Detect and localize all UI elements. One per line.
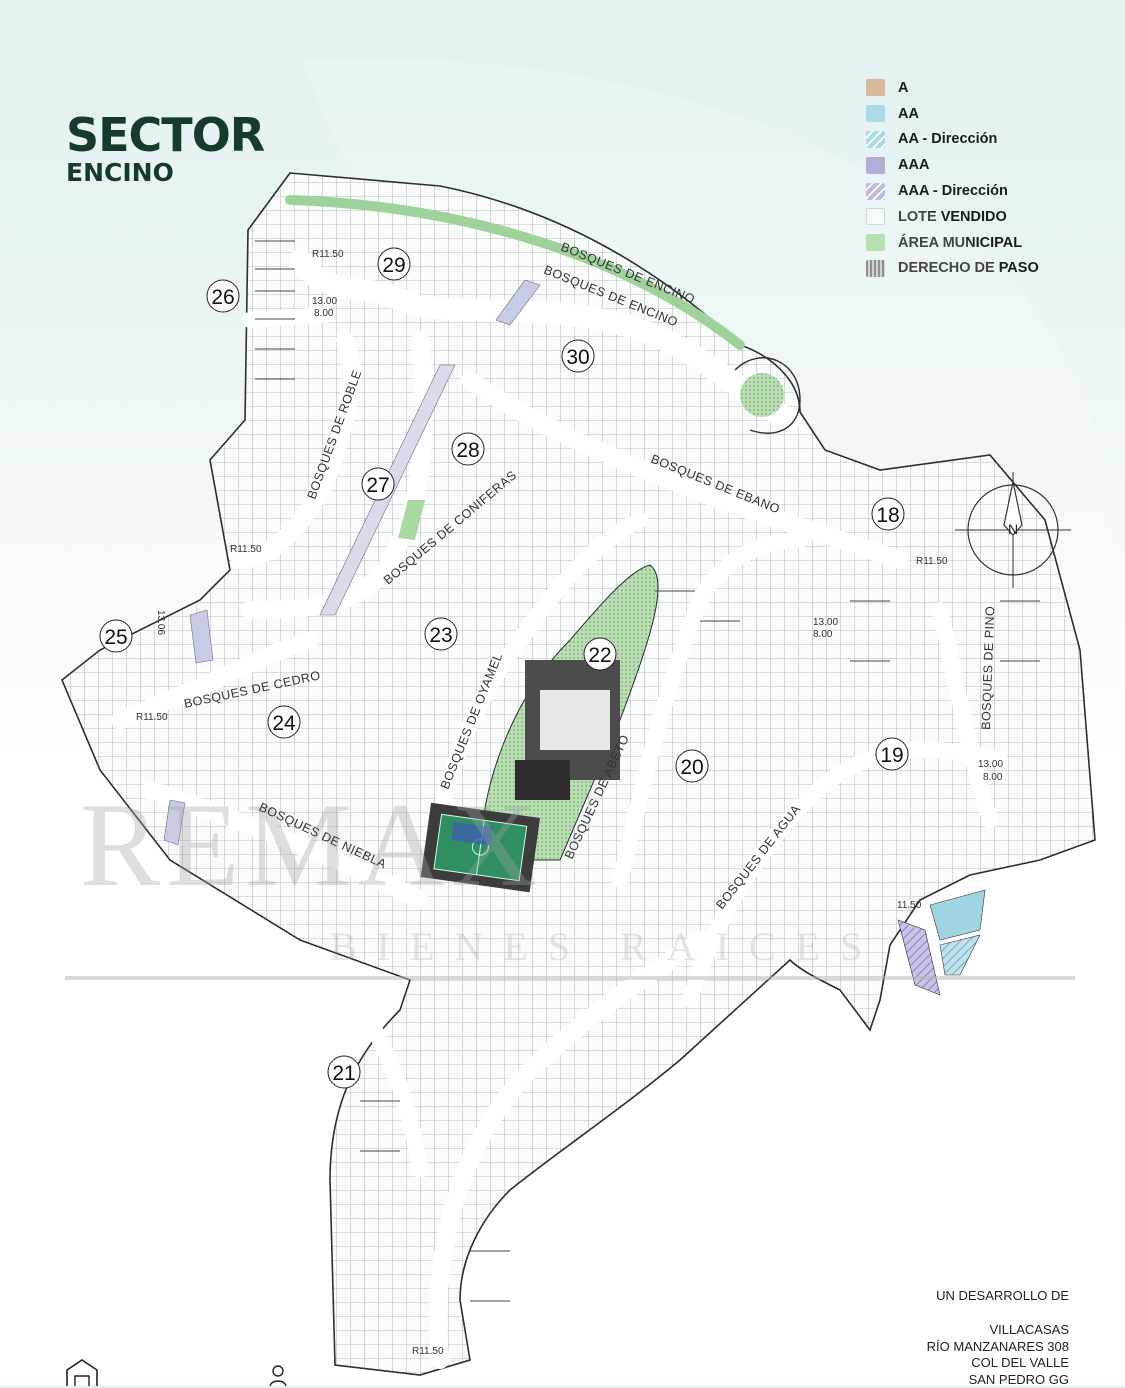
road-width-label: 13.06 <box>155 610 166 635</box>
sector-number: 24 <box>272 712 296 735</box>
sector-25: 25 <box>99 619 133 653</box>
credits-address-line1: RÍO MANZANARES 308 <box>926 1338 1069 1354</box>
road-width-label: R11.50 <box>412 1346 444 1357</box>
road-width-label: 13.00 <box>312 296 337 307</box>
sector-21: 21 <box>327 1055 361 1089</box>
legend-label: A <box>898 79 909 96</box>
sector-number: 22 <box>588 644 611 667</box>
sector-number: 20 <box>680 756 703 779</box>
sector-markers: 26 29 30 28 27 18 25 23 22 24 19 20 21 <box>99 247 909 1089</box>
sector-18: 18 <box>871 497 905 531</box>
road-width-label: 8.00 <box>813 629 833 640</box>
legend-label: ÁREA MUNICIPAL <box>898 234 1023 251</box>
map-legend: A AA AA - Dirección AAA AAA - Dirección … <box>866 75 1039 281</box>
road-width-label: R11.50 <box>312 249 344 260</box>
compass-label: N <box>1008 521 1018 537</box>
legend-item-aa-direccion: AA - Dirección <box>866 127 1039 153</box>
clubhouse-block <box>515 660 620 800</box>
credits-address-line2: COL DEL VALLE <box>971 1355 1069 1371</box>
sector-20: 20 <box>675 749 709 783</box>
legend-label: AA - Dirección <box>898 131 998 148</box>
legend-swatch-lote-vendido <box>866 208 885 226</box>
road-width-label: 13.00 <box>813 617 838 628</box>
legend-item-aaa-direccion: AAA - Dirección <box>866 178 1039 204</box>
building-icon <box>66 1359 98 1386</box>
legend-item-area-municipal: ÁREA MUNICIPAL <box>866 230 1039 256</box>
road-width-label: 8.00 <box>983 772 1003 783</box>
road-width-label: R11.50 <box>136 712 168 723</box>
sector-23: 23 <box>424 617 458 651</box>
legend-item-aaa: AAA <box>866 152 1039 178</box>
sector-29: 29 <box>377 247 411 281</box>
credits-address-line3: SAN PEDRO GG <box>968 1371 1069 1387</box>
legend-item-derecho-de-paso: DERECHO DE PASO <box>866 256 1039 282</box>
lot-measurements-decor <box>255 240 1040 1302</box>
sector-number: 27 <box>366 474 389 497</box>
municipal-roundabout <box>740 373 784 417</box>
legend-label: AA <box>898 105 919 122</box>
legend-label: AAA <box>898 157 930 174</box>
sector-27: 27 <box>361 467 395 501</box>
sector-26: 26 <box>206 279 240 313</box>
legend-swatch-aa-direccion <box>866 130 885 148</box>
sector-28: 28 <box>451 432 485 466</box>
watermark-text: REMAX <box>80 778 543 911</box>
lot-aa-direccion-2 <box>939 934 981 976</box>
legend-item-aa: AA <box>866 101 1039 127</box>
sector-number: 21 <box>332 1062 355 1085</box>
legend-swatch-area-municipal <box>866 234 885 252</box>
road-width-label: 11.50 <box>897 900 922 911</box>
sector-22: 22 <box>583 637 617 671</box>
sector-title: SECTOR ENCINO <box>66 108 265 188</box>
compass-rose: N <box>955 472 1071 588</box>
road-network <box>111 249 1008 1369</box>
road-width-labels: R11.50 13.00 8.00 R11.50 13.06 R11.50 13… <box>136 249 1003 1357</box>
green-wedge <box>398 500 425 540</box>
sector-number: 25 <box>104 626 127 649</box>
municipal-area-band <box>285 195 745 350</box>
page-title: SECTOR <box>66 108 265 162</box>
sector-number: 19 <box>880 744 903 767</box>
sports-court <box>420 802 541 893</box>
street-label: BOSQUES DE PINO <box>979 605 997 730</box>
legend-swatch-aa <box>866 105 885 123</box>
sector-number: 23 <box>429 624 452 647</box>
credits-heading: UN DESARROLLO DE <box>936 1288 1069 1303</box>
road-width-label: 8.00 <box>314 308 334 319</box>
right-of-way-strip-2 <box>495 279 541 326</box>
page-subtitle: ENCINO <box>66 158 174 187</box>
credits-company: VILLACASAS <box>989 1322 1070 1338</box>
legend-swatch-derecho-de-paso <box>866 259 885 277</box>
legend-item-lote-vendido: LOTE VENDIDO <box>866 204 1039 230</box>
legend-label: DERECHO DE PASO <box>898 260 1039 277</box>
right-of-way-strip-3 <box>189 609 214 664</box>
lot-aa-direccion <box>929 889 986 941</box>
legend-swatch-aaa <box>866 156 885 174</box>
sector-19: 19 <box>875 737 909 771</box>
sector-number: 18 <box>876 504 899 527</box>
right-of-way-strip-4 <box>163 799 186 846</box>
person-icon <box>269 1365 287 1386</box>
legend-label: LOTE VENDIDO <box>898 208 1007 225</box>
sector-number: 28 <box>456 439 479 462</box>
sector-24: 24 <box>267 705 301 739</box>
watermark-subtext: BIENES RAICES <box>330 924 882 969</box>
sector-number: 30 <box>566 346 589 369</box>
road-width-label: 13.00 <box>978 759 1003 770</box>
legend-swatch-a <box>866 79 885 97</box>
developer-credits: UN DESARROLLO DE VILLACASAS RÍO MANZANAR… <box>927 1288 1069 1388</box>
road-width-label: R11.50 <box>916 556 948 567</box>
legend-label: AAA - Dirección <box>898 183 1008 200</box>
legend-item-a: A <box>866 75 1039 101</box>
sector-number: 26 <box>211 286 234 309</box>
road-width-label: R11.50 <box>230 544 262 555</box>
sector-number: 29 <box>382 254 405 277</box>
sector-30: 30 <box>561 339 595 373</box>
roundabout-outline <box>734 357 801 434</box>
legend-swatch-aaa-direccion <box>866 182 885 200</box>
